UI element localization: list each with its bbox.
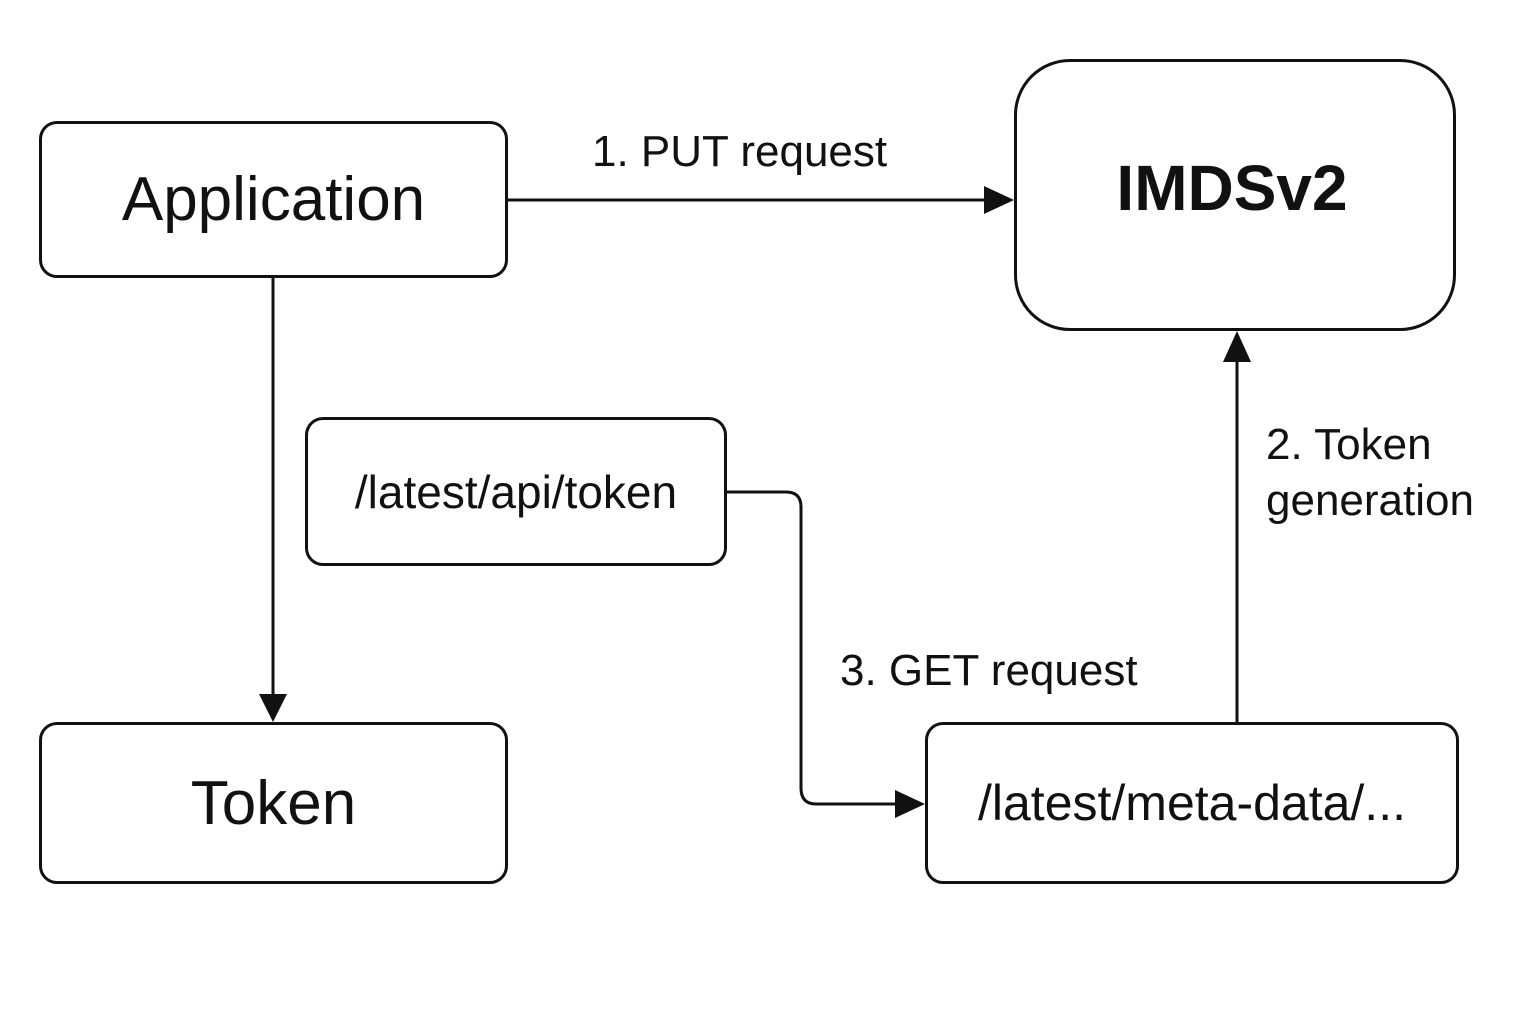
imds-label: IMDSv2: [1116, 152, 1348, 224]
put-request-label: 1. PUT request: [592, 127, 888, 176]
get-request-label: 3. GET request: [840, 646, 1138, 695]
metadata-endpoint-label: /latest/meta-data/...: [978, 775, 1406, 831]
application-label: Application: [121, 165, 426, 234]
token-generation-label: 2. Token generation: [1266, 417, 1474, 529]
metadata-endpoint-node: /latest/meta-data/...: [925, 722, 1459, 884]
put-request-arrow: [508, 186, 1014, 214]
token-endpoint-label: /latest/api/token: [354, 465, 678, 518]
application-node: Application: [39, 121, 508, 278]
token-endpoint-node: /latest/api/token: [305, 417, 727, 566]
token-generation-arrow: [1223, 331, 1251, 722]
imds-node: IMDSv2: [1014, 59, 1456, 331]
token-generation-label-line2: generation: [1266, 476, 1474, 525]
token-node: Token: [39, 722, 508, 884]
token-label: Token: [190, 768, 357, 838]
token-generation-label-line1: 2. Token: [1266, 420, 1432, 469]
application-to-token-arrow: [259, 278, 287, 722]
get-request-arrow: [727, 490, 925, 818]
